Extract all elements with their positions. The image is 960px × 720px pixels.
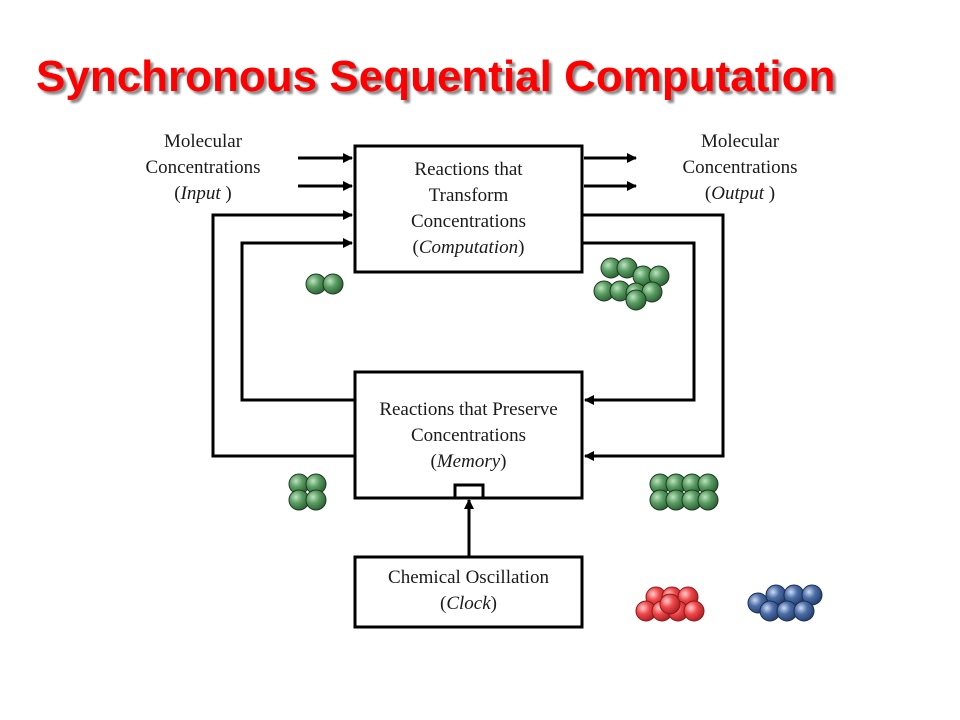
clock-box: [353, 555, 584, 629]
computation-italic: Computation: [418, 237, 519, 258]
clock-italic: Clock: [446, 593, 491, 614]
memory-line-2: Concentrations: [410, 425, 527, 446]
computation-line-2: Transform: [428, 185, 509, 206]
input-label-open: (: [174, 183, 181, 204]
clock-box-text: Chemical Oscillation (Clock): [357, 565, 580, 617]
input-label-close: ): [220, 183, 232, 204]
computation-line-1: Reactions that: [414, 159, 523, 180]
input-label-line-2: Concentrations: [145, 157, 261, 178]
output-label-close: ): [764, 183, 776, 204]
molecule: [697, 489, 719, 511]
clock-close: ): [490, 593, 497, 614]
computation-open: (: [412, 237, 419, 258]
input-label: Molecular Concentrations (Input ): [128, 129, 278, 207]
memory-italic: Memory: [436, 451, 501, 472]
molecule: [659, 593, 681, 615]
molecule: [305, 489, 327, 511]
computation-line-3: Concentrations: [410, 211, 527, 232]
slide-title: Synchronous Sequential Computation: [36, 52, 836, 101]
clock-port: [453, 483, 485, 500]
memory-line-1: Reactions that Preserve: [379, 399, 558, 420]
molecule: [322, 273, 344, 295]
memory-box-text: Reactions that Preserve Concentrations (…: [357, 397, 580, 475]
feedback-loop-outer: [211, 210, 355, 458]
computation-box: [353, 144, 584, 274]
blue-cluster: [747, 584, 823, 622]
memory-output-cluster: [649, 473, 719, 511]
molecule-clusters: [288, 257, 823, 622]
feedback-loop-inner: [240, 238, 355, 402]
computation-box-text: Reactions that Transform Concentrations …: [357, 157, 580, 261]
red-cluster: [635, 586, 705, 622]
input-label-italic: Input: [180, 183, 221, 204]
output-label-italic: Output: [711, 183, 765, 204]
molecule: [793, 600, 815, 622]
large-green-cluster: [593, 257, 670, 311]
forward-loop-inner: [582, 241, 696, 405]
memory-close: ): [500, 451, 507, 472]
clock-open: (: [440, 593, 447, 614]
memory-input-cluster: [288, 473, 327, 511]
molecule: [625, 289, 647, 311]
small-green-pair: [305, 273, 344, 295]
computation-close: ): [518, 237, 525, 258]
forward-loop-outer: [582, 213, 725, 461]
molecule: [683, 600, 705, 622]
output-label: Molecular Concentrations (Output ): [665, 129, 815, 207]
output-label-open: (: [704, 183, 712, 204]
memory-open: (: [430, 451, 437, 472]
input-label-line-1: Molecular: [163, 131, 243, 152]
clock-line-1: Chemical Oscillation: [388, 567, 549, 588]
memory-box: [353, 370, 584, 500]
output-label-line-1: Molecular: [700, 131, 780, 152]
output-label-line-2: Concentrations: [682, 157, 798, 178]
